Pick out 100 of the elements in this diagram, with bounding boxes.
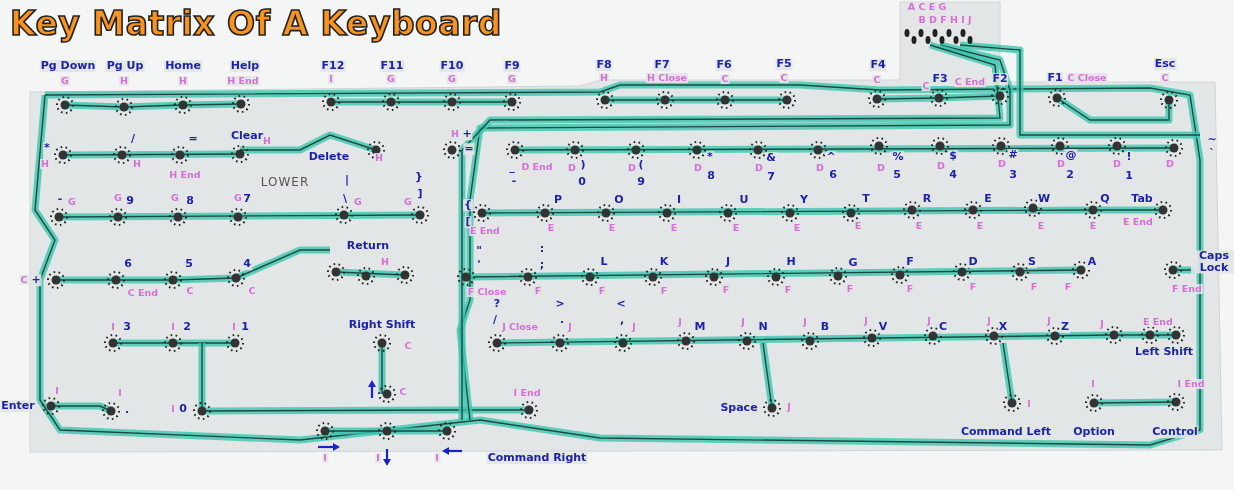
key-label: L — [599, 256, 609, 268]
key-label: ] — [416, 188, 424, 200]
matrix-letter: H Close — [645, 73, 689, 83]
matrix-letter: H — [450, 129, 460, 139]
key-label: F11 — [379, 60, 405, 72]
key-label: Pg Down — [39, 60, 97, 72]
key-label: 9 — [636, 176, 646, 188]
key-label: F3 — [931, 73, 949, 85]
key-label: Esc — [1153, 58, 1177, 70]
key-label: ( — [637, 159, 645, 171]
key-label: * — [43, 142, 51, 154]
key-label: [ — [464, 216, 472, 228]
matrix-letter: H — [40, 159, 50, 169]
matrix-letter: D — [876, 163, 886, 173]
key-label: V — [877, 321, 889, 333]
matrix-letter: D — [997, 159, 1007, 169]
matrix-letter: G — [353, 197, 363, 207]
key-label: Pg Up — [105, 60, 145, 72]
key-label: 7 — [766, 171, 776, 183]
matrix-letter: C Close — [1066, 73, 1108, 83]
key-label: / — [492, 314, 498, 326]
matrix-letter: G — [386, 74, 396, 84]
key-label: F7 — [653, 59, 671, 71]
key-label: 6 — [123, 258, 133, 270]
matrix-letter: H — [374, 153, 384, 163]
key-label: 5 — [892, 169, 902, 181]
key-label: \ — [342, 193, 348, 205]
matrix-letter: D — [1056, 159, 1066, 169]
key-label: T — [861, 193, 871, 205]
matrix-letter: E — [731, 223, 741, 233]
matrix-letter: J — [802, 317, 808, 327]
key-label: 7 — [242, 193, 252, 205]
key-label: F — [905, 256, 915, 268]
key-label: Return — [345, 240, 391, 252]
key-label: = — [463, 143, 475, 155]
matrix-letter: I — [231, 322, 237, 332]
key-label: 6 — [828, 169, 838, 181]
key-label: 3 — [122, 321, 132, 333]
key-label: Control — [1151, 426, 1199, 438]
key-label: U — [738, 194, 750, 206]
key-label: ? — [492, 298, 502, 310]
matrix-letter: C — [403, 341, 413, 351]
key-label: Command Right — [486, 452, 588, 464]
matrix-letter: F — [597, 286, 607, 296]
matrix-letter: E — [1036, 221, 1046, 231]
matrix-letter: C — [720, 74, 730, 84]
key-label: Clear — [229, 130, 265, 142]
matrix-letter: B D F H I J — [917, 15, 973, 25]
key-label: ! — [1125, 151, 1133, 163]
key-label: H — [785, 256, 797, 268]
key-label: F2 — [991, 73, 1009, 85]
matrix-letter: D — [1165, 159, 1175, 169]
matrix-letter: J — [740, 317, 746, 327]
key-label: N — [757, 321, 769, 333]
matrix-letter: E — [607, 223, 617, 233]
matrix-letter: C End — [953, 77, 987, 87]
matrix-letter: E End — [1142, 317, 1174, 327]
matrix-letter: F — [905, 284, 915, 294]
key-label: Option — [1072, 426, 1116, 438]
matrix-letter: F — [1029, 282, 1039, 292]
matrix-letter: G — [113, 193, 123, 203]
key-label: X — [997, 321, 1009, 333]
matrix-letter: H — [132, 159, 142, 169]
key-label: O — [613, 194, 625, 206]
key-label: > — [554, 298, 566, 310]
key-label: Caps Lock — [1191, 250, 1234, 274]
key-label: F5 — [775, 58, 793, 70]
matrix-letter: G — [60, 76, 70, 86]
matrix-letter: H End — [226, 76, 260, 86]
matrix-letter: D — [936, 161, 946, 171]
key-label: Y — [799, 194, 809, 206]
key-label: C — [937, 321, 949, 333]
matrix-letter: C End — [126, 288, 160, 298]
matrix-letter: E — [546, 223, 556, 233]
key-label: F9 — [503, 60, 521, 72]
title: Key Matrix Of A Keyboard — [10, 4, 502, 43]
matrix-letter: J — [1046, 316, 1052, 326]
key-label: Delete — [307, 151, 351, 163]
key-label: | — [344, 174, 350, 186]
matrix-letter: F End — [1171, 284, 1203, 294]
matrix-letter: C — [779, 73, 789, 83]
key-label: ; — [538, 259, 546, 271]
matrix-letter: H — [119, 76, 129, 86]
key-label: # — [1007, 149, 1019, 161]
key-label: 9 — [125, 195, 135, 207]
matrix-letter: C — [872, 75, 882, 85]
matrix-letter: I End — [1176, 379, 1206, 389]
matrix-letter: J Close — [501, 322, 539, 332]
matrix-letter: J — [1099, 319, 1105, 329]
matrix-letter: J — [986, 316, 992, 326]
matrix-letter: H — [380, 257, 390, 267]
matrix-letter: C — [398, 387, 408, 397]
matrix-letter: D End — [520, 162, 554, 172]
matrix-letter: E — [792, 223, 802, 233]
key-label: F1 — [1046, 72, 1064, 84]
matrix-letter: D — [754, 163, 764, 173]
matrix-letter: C — [1160, 73, 1170, 83]
matrix-letter: E — [975, 221, 985, 231]
key-label: B — [819, 321, 831, 333]
matrix-letter: J — [786, 402, 792, 412]
